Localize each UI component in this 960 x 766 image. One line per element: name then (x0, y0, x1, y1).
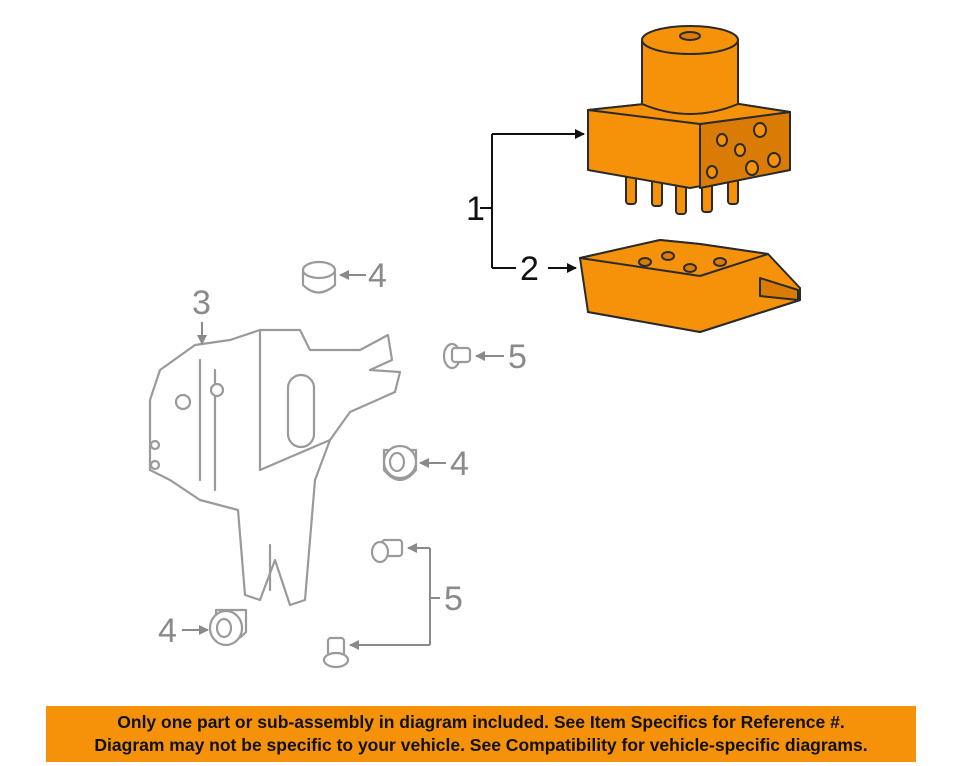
bolt-middle (370, 538, 404, 564)
grommet-bottom (208, 608, 248, 647)
callout-4-top: 4 (368, 257, 387, 295)
callout-4-middle: 4 (450, 445, 469, 483)
leader-lines (182, 129, 585, 650)
abs-modulator-pump (587, 25, 791, 215)
grommet-top (301, 260, 337, 294)
mounting-bracket (148, 328, 402, 607)
bolt-top (442, 342, 472, 370)
callout-2: 2 (520, 250, 539, 288)
callout-5-bottom: 5 (444, 580, 463, 618)
abs-control-module (579, 239, 801, 333)
callout-3: 3 (192, 284, 211, 322)
disclaimer-line-2: Diagram may not be specific to your vehi… (94, 735, 868, 755)
disclaimer-line-1: Only one part or sub-assembly in diagram… (117, 712, 845, 732)
disclaimer-banner: Only one part or sub-assembly in diagram… (46, 706, 916, 762)
grommet-middle (382, 444, 418, 482)
parts-diagram: 1 2 3 4 5 4 4 5 (148, 25, 801, 669)
bolt-bottom (322, 636, 350, 669)
callout-4-bottom: 4 (158, 612, 177, 650)
callout-5-top: 5 (508, 338, 527, 376)
callout-1: 1 (466, 190, 485, 228)
